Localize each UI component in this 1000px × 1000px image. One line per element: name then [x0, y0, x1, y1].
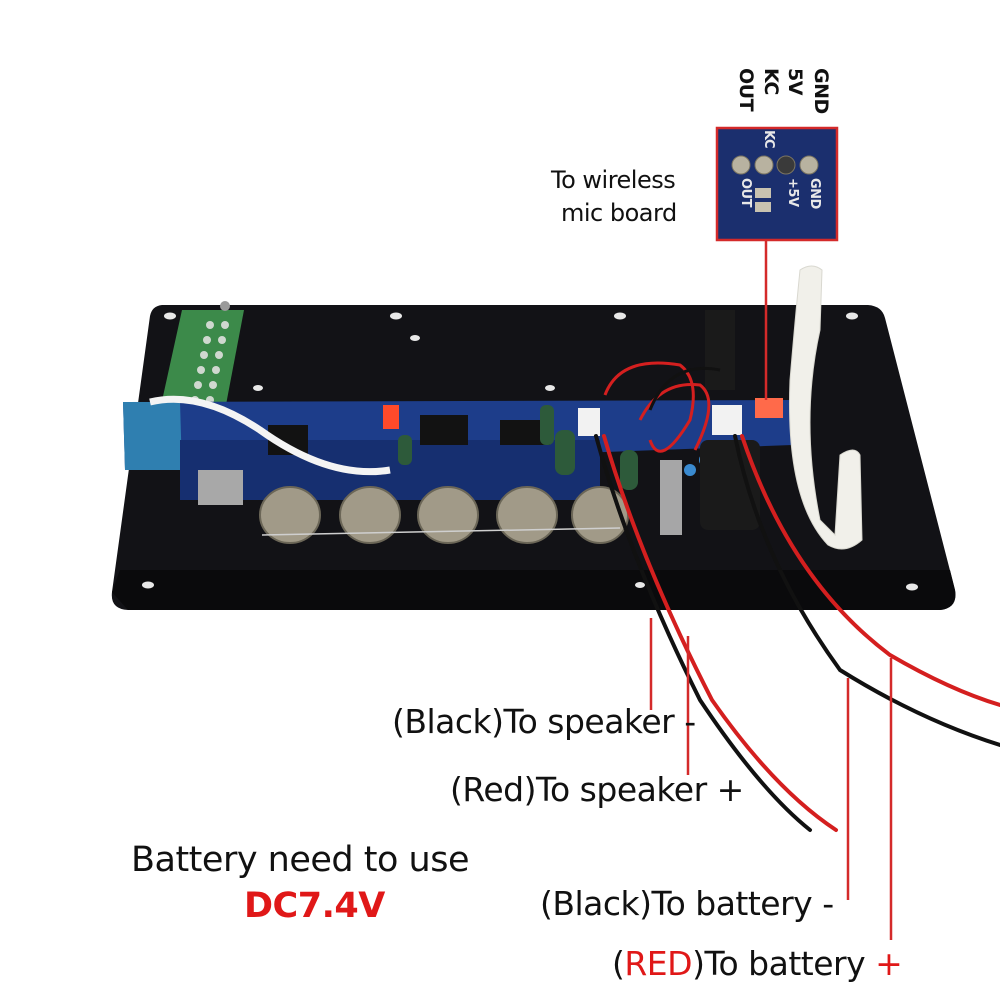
mic-board-callout-line2: mic board	[561, 199, 677, 227]
pin-label-out: OUT	[735, 68, 757, 112]
pin-label-gnd: GND	[810, 68, 832, 114]
mounting-holes	[142, 312, 918, 591]
wire-speaker-positive	[602, 434, 838, 832]
speaker-negative-label: (Black)To speaker -	[392, 702, 696, 741]
battery-voltage: DC7.4V	[244, 886, 385, 926]
pin-label-kc: KC	[760, 68, 782, 95]
mic-board-callout-line1: To wireless	[551, 166, 676, 194]
mic-board-inset	[715, 126, 839, 242]
audio-jacks	[660, 310, 760, 535]
wire-battery-positive	[740, 434, 1000, 707]
ribbon-cable	[149, 395, 391, 476]
board-pin-gnd: GND	[807, 178, 822, 209]
battery-positive-label: (RED)To battery +	[612, 944, 903, 983]
output-wires	[594, 434, 1000, 832]
battery-positive-red-word: RED	[624, 944, 693, 983]
battery-note: Battery need to use	[131, 840, 469, 880]
wire-battery-negative	[733, 434, 1000, 747]
wire-speaker-negative	[594, 434, 812, 832]
callout-lines	[649, 238, 893, 940]
battery-positive-suffix: )To battery	[692, 944, 876, 983]
board-pin-out: OUT	[738, 178, 753, 207]
speaker-positive-label: (Red)To speaker +	[450, 770, 744, 809]
board-wires	[603, 361, 721, 453]
board-pin-kc: KC	[761, 130, 776, 149]
battery-positive-plus: +	[875, 944, 903, 983]
pin-label-5v: 5V	[784, 68, 806, 95]
battery-positive-prefix: (	[612, 944, 625, 983]
board-pin-5v: +5V	[785, 178, 800, 207]
cable-hook	[789, 265, 863, 550]
battery-negative-label: (Black)To battery -	[540, 884, 834, 923]
knob-wire	[261, 527, 621, 536]
plate-shadow	[112, 570, 956, 610]
